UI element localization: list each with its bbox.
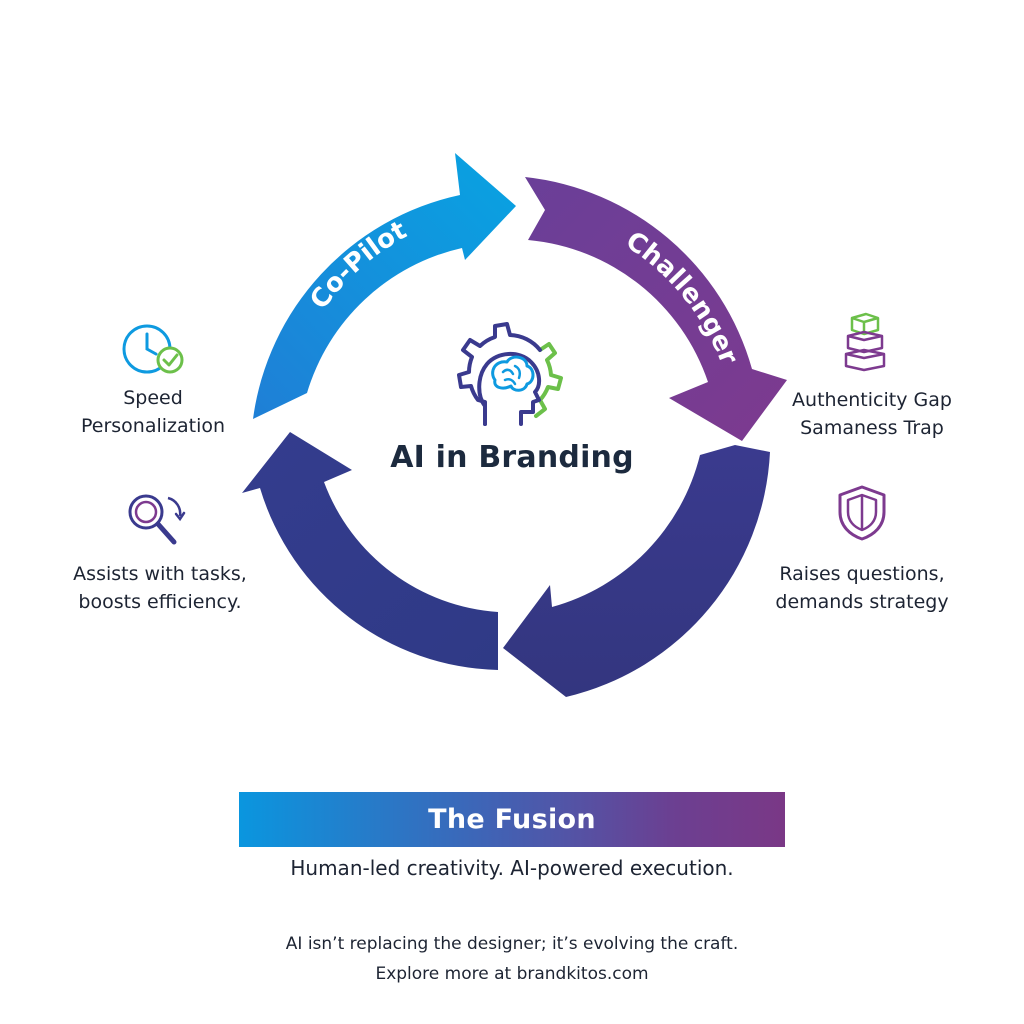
right-bottom-text: Raises questions, demands strategy	[752, 560, 972, 616]
right-top-text: Authenticity Gap Samaness Trap	[772, 386, 972, 442]
fusion-title: The Fusion	[428, 804, 596, 835]
cycle-diagram: Co-Pilot Challenger	[242, 153, 787, 697]
challenger-label: Challenger	[620, 226, 743, 369]
left-top-line-1: Speed	[123, 387, 183, 409]
shield-icon	[838, 485, 886, 541]
left-bottom-text: Assists with tasks, boosts efficiency.	[40, 560, 280, 616]
clock-check-icon	[122, 324, 184, 374]
right-top-line-1: Authenticity Gap	[792, 389, 952, 411]
left-bottom-line-1: Assists with tasks,	[73, 563, 247, 585]
left-bottom-line-2: boosts efficiency.	[78, 591, 242, 613]
navy-arrow-left	[242, 432, 498, 670]
navy-arrow-right	[503, 445, 770, 697]
center-title: AI in Branding	[390, 440, 634, 475]
brain-gear-icon	[457, 322, 563, 426]
right-bottom-line-2: demands strategy	[775, 591, 949, 613]
footer-link[interactable]: Explore more at brandkitos.com	[375, 964, 649, 984]
right-bottom-line-1: Raises questions,	[779, 563, 945, 585]
magnifier-refresh-icon	[128, 494, 186, 545]
challenger-arrow	[525, 177, 787, 441]
stacked-blocks-icon	[844, 312, 886, 372]
footer-tagline: AI isn’t replacing the designer; it’s ev…	[285, 934, 739, 954]
fusion-banner: The Fusion	[239, 792, 785, 847]
copilot-arrow	[253, 153, 516, 419]
fusion-subtitle: Human-led creativity. AI-powered executi…	[290, 856, 734, 880]
left-top-line-2: Personalization	[80, 415, 226, 437]
left-top-text: Speed Personalization	[40, 384, 266, 440]
right-top-line-2: Samaness Trap	[800, 417, 944, 439]
